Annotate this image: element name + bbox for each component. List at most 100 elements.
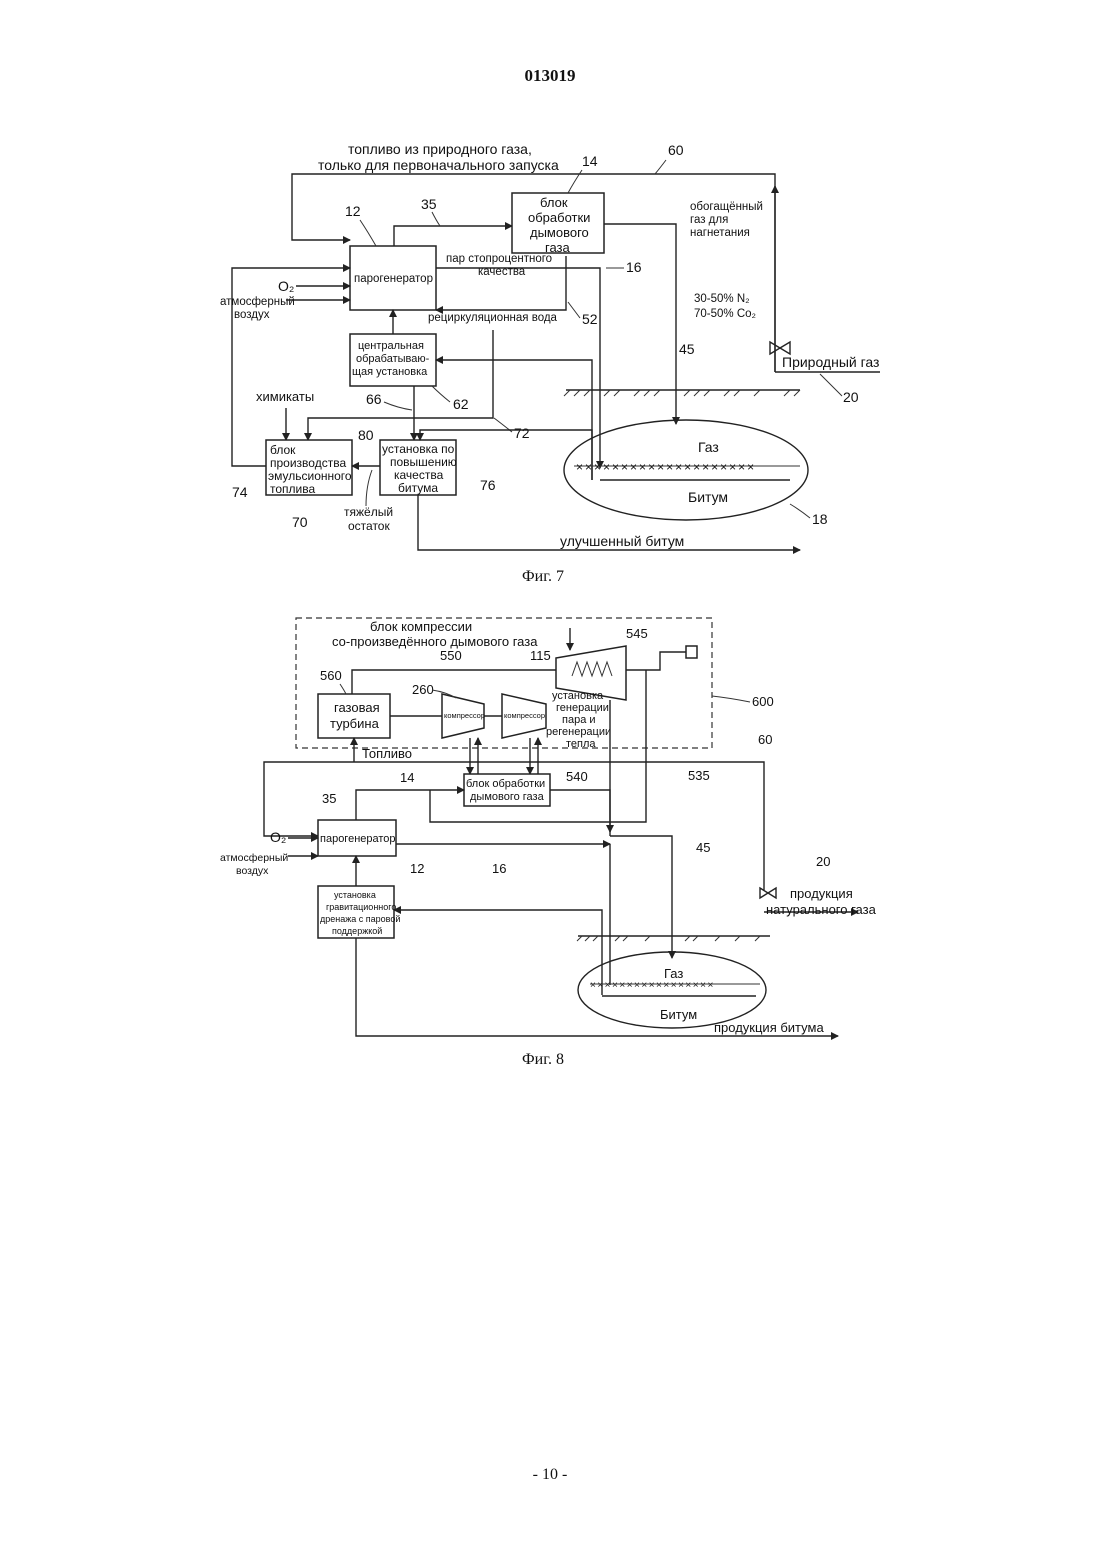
fig7-line-35 bbox=[394, 226, 512, 246]
fig8-air-l1: атмосферный bbox=[220, 852, 288, 864]
fig7-air-l1: атмосферный bbox=[220, 296, 295, 308]
fig7-composition-l2: 70-50% Co₂ bbox=[694, 308, 756, 320]
fig7-composition-l1: 30-50% N₂ bbox=[694, 293, 750, 305]
fig7-valve-icon bbox=[770, 342, 790, 354]
fig7-enriched-gas-l2: газ для bbox=[690, 214, 728, 226]
fig8-hrsg-l1: установка bbox=[552, 690, 604, 702]
fig8-steam-generator-label: парогенератор bbox=[320, 833, 396, 845]
fig7-leader-18 bbox=[790, 504, 810, 518]
fig7-natural-gas: Природный газ bbox=[782, 354, 879, 370]
document-number: 013019 bbox=[0, 66, 1100, 86]
fig7-central-plant-l2: обрабатываю- bbox=[356, 353, 430, 365]
fig7-ref-66: 66 bbox=[366, 391, 382, 407]
fig7-leader-62 bbox=[432, 386, 450, 402]
fig8-o2-label: O₂ bbox=[270, 829, 286, 845]
fig7-recycle-water: рециркуляционная вода bbox=[428, 312, 558, 324]
fig7-flue-gas-unit-l3: дымового bbox=[530, 225, 589, 240]
fig7-top-note-line1: топливо из природного газа, bbox=[348, 141, 532, 157]
fig8-gas-turbine-l2: турбина bbox=[330, 716, 380, 731]
fig8-line-35 bbox=[356, 790, 464, 820]
fig7-bitumen-label: Битум bbox=[688, 489, 728, 505]
fig7-ref-35: 35 bbox=[421, 196, 437, 212]
fig7-emulsion-unit-l1: блок bbox=[270, 443, 296, 457]
fig7-air-l2: воздух bbox=[234, 309, 270, 321]
fig7-ref-16: 16 bbox=[626, 259, 642, 275]
fig7-ref-80: 80 bbox=[358, 427, 374, 443]
fig7-emulsion-unit-l3: эмульсионного bbox=[268, 469, 352, 483]
fig8-compressor-2-label: компрессор bbox=[504, 711, 545, 720]
fig8-hrsg-l2: генерации bbox=[556, 702, 609, 714]
fig8-gas-product-l1: продукция bbox=[790, 886, 853, 901]
fig8-line-540 bbox=[550, 790, 610, 836]
fig8-ref-20: 20 bbox=[816, 854, 830, 869]
fig8-hrsg-l3: пара и bbox=[562, 714, 596, 726]
fig8-compression-block-l2: со-произведённого дымового газа bbox=[332, 634, 538, 649]
fig8-caption: Фиг. 8 bbox=[522, 1051, 564, 1068]
fig8-ground-hatch bbox=[577, 936, 760, 941]
fig7-ref-12: 12 bbox=[345, 203, 361, 219]
fig7-ref-76: 76 bbox=[480, 477, 496, 493]
fig7-ref-62: 62 bbox=[453, 396, 469, 412]
fig7-top-note-line2: только для первоначального запуска bbox=[318, 157, 559, 173]
fig7-flue-gas-unit-l2: обработки bbox=[528, 210, 590, 225]
fig8-gas-label: Газ bbox=[664, 966, 683, 981]
fig7-leader-20 bbox=[820, 374, 842, 396]
fig7-leader-66 bbox=[384, 402, 412, 410]
fig7-ref-72: 72 bbox=[514, 425, 530, 441]
fig7-leader-52 bbox=[568, 302, 580, 318]
fig7-ref-74: 74 bbox=[232, 484, 248, 500]
fig8-gas-product-l2: натурального газа bbox=[766, 902, 877, 917]
fig7-line-production-return bbox=[436, 360, 592, 480]
fig8-stack-line bbox=[626, 652, 686, 670]
fig8-bitumen-label: Битум bbox=[660, 1007, 697, 1022]
fig8-hrsg-l5: тепла bbox=[566, 738, 596, 750]
fig7-line-45 bbox=[604, 224, 676, 424]
figure-8: блок компрессии со-произведённого дымово… bbox=[0, 600, 1100, 1070]
fig8-ref-14: 14 bbox=[400, 770, 414, 785]
fig8-ref-60: 60 bbox=[758, 732, 772, 747]
fig8-fuel-label: Топливо bbox=[362, 746, 412, 761]
fig7-ref-45: 45 bbox=[679, 341, 695, 357]
fig8-ref-45: 45 bbox=[696, 840, 710, 855]
fig7-caption: Фиг. 7 bbox=[522, 568, 564, 585]
fig8-line-550 bbox=[352, 670, 556, 694]
fig8-stack-icon bbox=[686, 646, 697, 658]
fig7-heavy-residue-l1: тяжёлый bbox=[344, 505, 393, 519]
fig8-ref-16: 16 bbox=[492, 861, 506, 876]
fig8-line-production-return bbox=[394, 910, 602, 995]
fig8-ref-550: 550 bbox=[440, 648, 462, 663]
fig8-ref-540: 540 bbox=[566, 769, 588, 784]
fig8-air-l2: воздух bbox=[236, 865, 269, 877]
fig8-compressor-1-label: компрессор bbox=[444, 711, 485, 720]
fig8-hrsg-l4: регенерации bbox=[546, 726, 611, 738]
fig7-gas-label: Газ bbox=[698, 439, 719, 455]
fig8-leader-560 bbox=[340, 684, 346, 694]
fig7-o2-label: O₂ bbox=[278, 278, 294, 294]
fig8-ref-115: 115 bbox=[530, 648, 551, 663]
fig7-upgrade-unit-l4: битума bbox=[398, 481, 438, 495]
fig8-sagd-unit-l3: дренажа с паровой bbox=[320, 914, 400, 924]
fig7-ref-60: 60 bbox=[668, 142, 684, 158]
fig7-leader-35 bbox=[432, 212, 440, 226]
page-number: - 10 - bbox=[0, 1466, 1100, 1484]
fig7-emulsion-unit-l4: топлива bbox=[270, 482, 315, 496]
fig8-ref-600: 600 bbox=[752, 694, 774, 709]
fig7-enriched-gas-l3: нагнетания bbox=[690, 227, 750, 239]
fig8-gas-turbine-l1: газовая bbox=[334, 700, 380, 715]
fig7-central-plant-l3: щая установка bbox=[352, 366, 428, 378]
figure-7: топливо из природного газа, только для п… bbox=[0, 130, 1100, 590]
fig7-steam-quality-l2: качества bbox=[478, 266, 526, 278]
fig8-sagd-unit-l4: поддержкой bbox=[332, 926, 382, 936]
fig8-ref-560: 560 bbox=[320, 668, 342, 683]
fig8-ref-260: 260 bbox=[412, 682, 434, 697]
fig8-bitumen-product: продукция битума bbox=[714, 1020, 824, 1035]
fig7-well-marks: ×××××××××××××××××××× bbox=[576, 460, 756, 474]
fig7-ref-14: 14 bbox=[582, 153, 598, 169]
fig7-ref-20: 20 bbox=[843, 389, 859, 405]
fig8-ref-12: 12 bbox=[410, 861, 424, 876]
fig7-ref-52: 52 bbox=[582, 311, 598, 327]
fig8-valve-icon bbox=[760, 888, 776, 898]
fig7-ref-70: 70 bbox=[292, 514, 308, 530]
fig7-enriched-gas-l1: обогащённый bbox=[690, 201, 763, 213]
fig7-upgrade-unit-l2: повышению bbox=[390, 455, 457, 469]
